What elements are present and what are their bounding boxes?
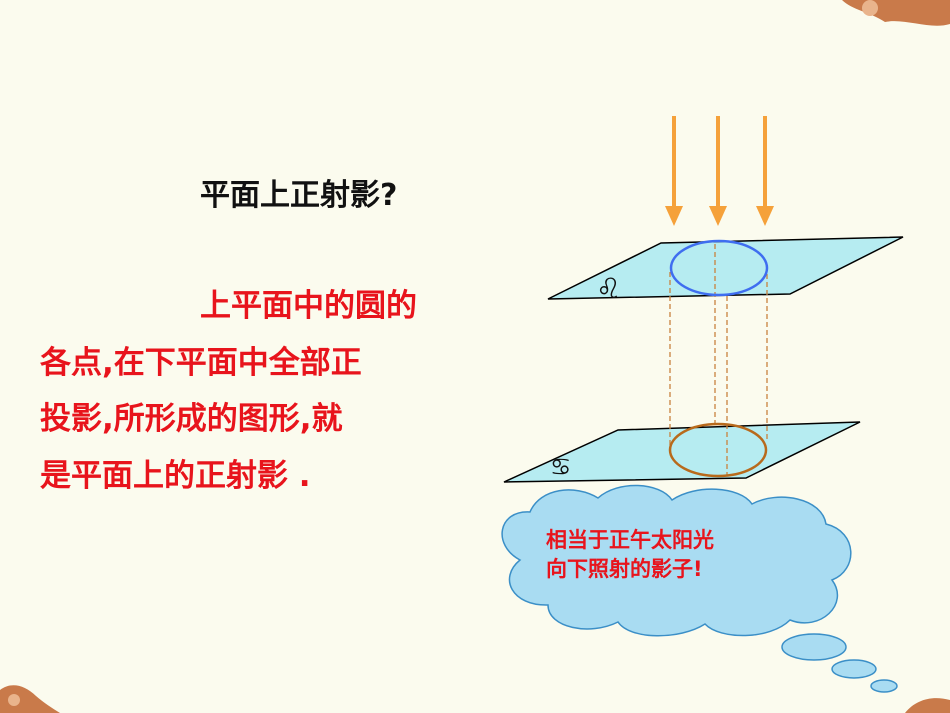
lower-plane-symbol: ♋ [550, 453, 572, 481]
paragraph-line: 是平面上的正射影 . [40, 457, 311, 494]
lower-plane [503, 421, 861, 483]
paragraph-line: 投影,所形成的图形,就 [40, 401, 343, 437]
lower-circle-shadow [668, 422, 768, 478]
upper-plane-symbol: ♌ [596, 272, 621, 305]
cloud-line: 向下照射的影子! [546, 557, 703, 581]
upper-circle [669, 239, 769, 297]
corner-decoration-top-right [842, 0, 950, 26]
thought-cloud-text: 相当于正午太阳光 向下照射的影子! [546, 526, 714, 584]
paragraph-line: 上平面中的圆的 [200, 288, 417, 324]
projection-lines [669, 244, 768, 476]
sunlight-arrows [665, 116, 774, 226]
question-title: 平面上正射影? [200, 178, 398, 213]
cloud-line: 相当于正午太阳光 [546, 528, 714, 552]
thought-cloud [501, 484, 898, 693]
paragraph-line: 各点,在下平面中全部正 [40, 344, 362, 381]
explanation-paragraph: 上平面中的圆的 各点,在下平面中全部正 投影,所形成的图形,就 是平面上的正射影… [40, 278, 470, 504]
corner-decoration-bottom-right [905, 698, 950, 713]
corner-decoration-bottom-left [0, 685, 60, 713]
